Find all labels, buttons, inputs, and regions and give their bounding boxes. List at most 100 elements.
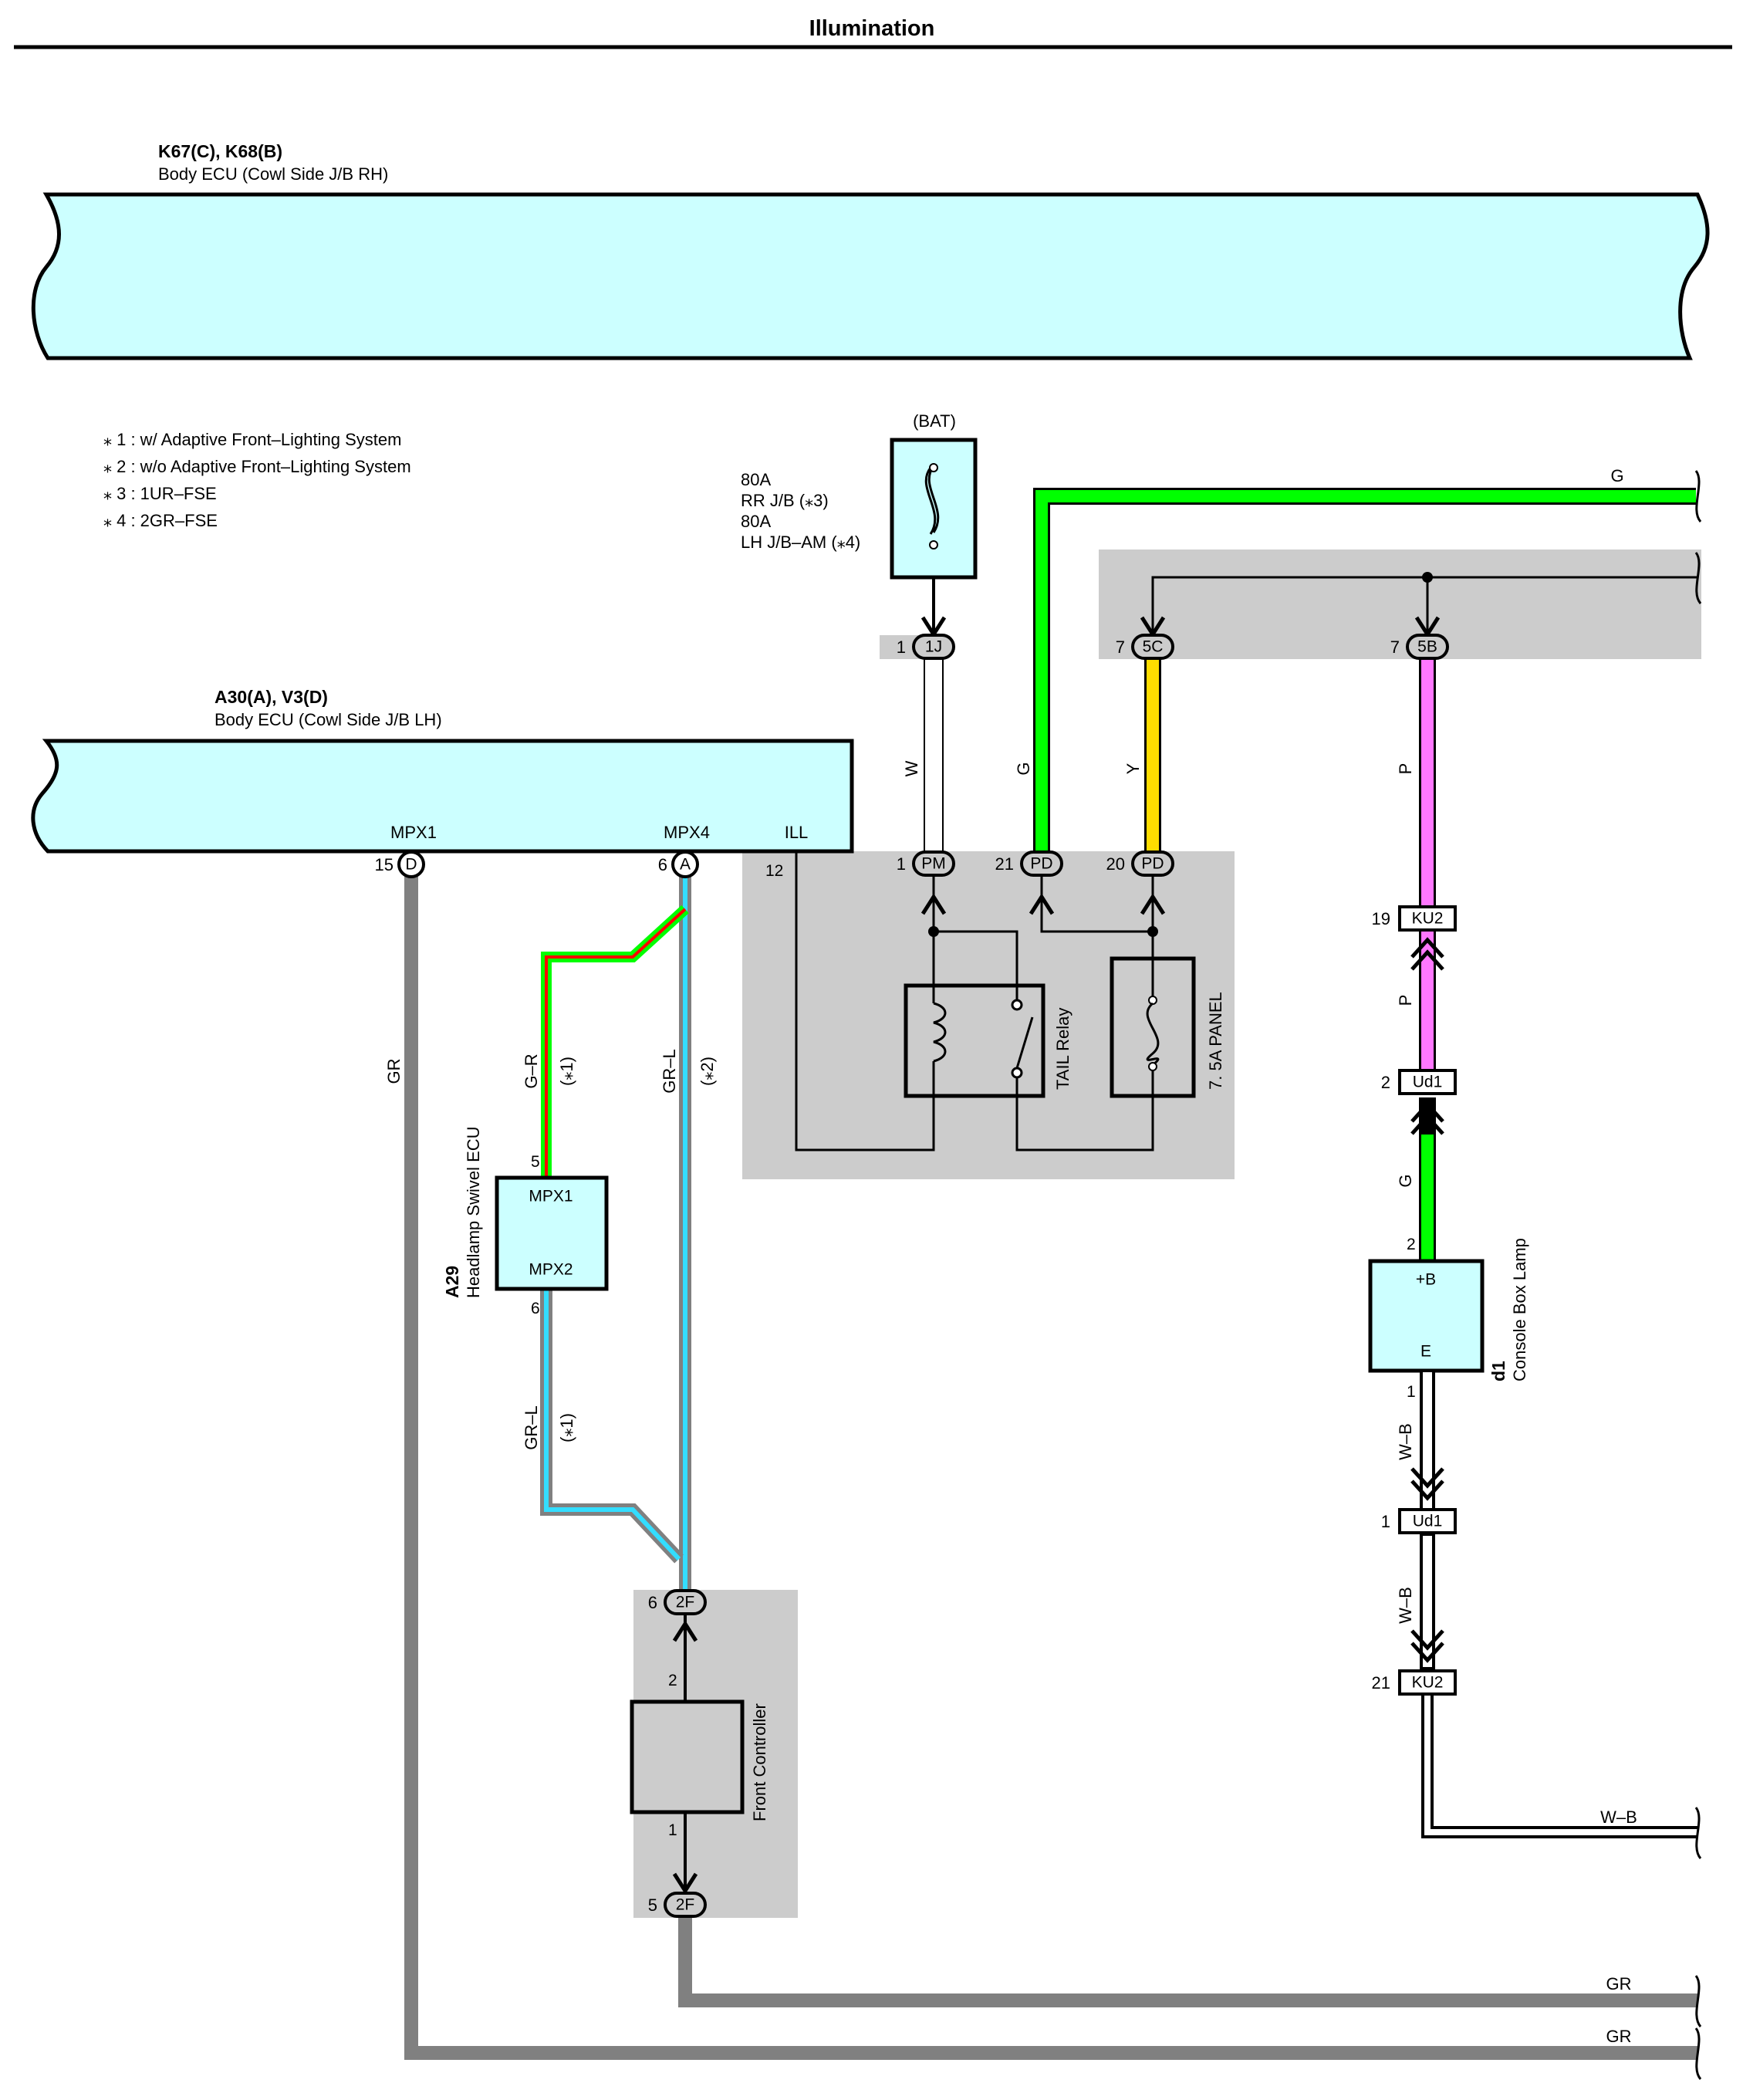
front-controller-pin-1: 1 — [668, 1821, 677, 1839]
connector-ud1-1-id: Ud1 — [1413, 1513, 1443, 1530]
headlamp-pin-5: 5 — [531, 1153, 540, 1171]
wire-label-wb-1: W–B — [1396, 1423, 1415, 1460]
rh-ecu-box — [31, 192, 1710, 360]
connector-ku2-21-pin: 21 — [1372, 1673, 1390, 1693]
console-lamp-pin-bottom: E — [1420, 1343, 1431, 1361]
connector-pd-21-pin: 21 — [995, 854, 1014, 874]
headlamp-ecu-code: A29 — [442, 1266, 462, 1298]
wire-label-gr-left: GR — [384, 1059, 404, 1084]
connector-ud1-1 — [1398, 1508, 1457, 1534]
chevron-up-icon — [1410, 937, 1444, 971]
lh-ecu-code: A30(A), V3(D) — [214, 687, 328, 707]
wire-w-bat — [924, 657, 944, 853]
connector-1j — [912, 634, 955, 660]
connector-d-pin: 15 — [375, 855, 394, 874]
wire-label-wb-2: W–B — [1396, 1587, 1415, 1624]
wire-label-gr-out1: GR — [1606, 1974, 1632, 1993]
front-controller-name: Front Controller — [750, 1703, 769, 1821]
connector-pm-pin: 1 — [897, 854, 906, 874]
lh-ecu-pin-mpx4: MPX4 — [664, 823, 710, 842]
page-title: Illumination — [809, 16, 935, 41]
rh-ecu-name: Body ECU (Cowl Side J/B RH) — [158, 164, 388, 184]
wire-break-marks — [1694, 470, 1702, 2080]
junction-relay-region — [742, 851, 1235, 1179]
connector-pd-21-id: PD — [1030, 855, 1052, 873]
connector-2f-5-pin: 5 — [648, 1895, 657, 1915]
chevron-down-icon — [1410, 1629, 1444, 1663]
connector-pd-20-pin: 20 — [1106, 854, 1125, 874]
headlamp-swivel-ecu — [495, 1175, 609, 1291]
headlamp-pin-6: 6 — [531, 1300, 540, 1317]
connector-5c-id: 5C — [1143, 638, 1164, 656]
connector-pd-21 — [1020, 850, 1063, 877]
console-lamp-pin-top: +B — [1416, 1271, 1436, 1289]
bat-label: (BAT) — [913, 411, 956, 431]
wire-label-gr-l-note: (⁎2) — [698, 1057, 717, 1086]
arrow-up-icon — [920, 893, 947, 915]
rh-ecu-code: K67(C), K68(B) — [158, 141, 282, 161]
wire-label-g-r: G–R — [522, 1053, 541, 1088]
wire-gr-main — [404, 876, 1697, 2060]
wire-label-p-mid: P — [1396, 995, 1415, 1006]
ill-pin-12: 12 — [765, 862, 783, 880]
wire-label-gr-l-low-note: (⁎1) — [557, 1413, 576, 1442]
connector-d — [397, 850, 425, 878]
front-controller — [630, 1699, 745, 1814]
connector-1j-pin: 1 — [897, 637, 906, 657]
lh-ecu-pin-ill: ILL — [785, 823, 809, 842]
headlamp-pin-top: MPX1 — [529, 1188, 573, 1206]
fusible-link-icon — [924, 465, 940, 535]
note-4: ⁎ 4 : 2GR–FSE — [103, 511, 218, 530]
wire-label-g-lamp: G — [1396, 1174, 1415, 1187]
connector-2f-6 — [664, 1589, 707, 1615]
connector-a — [671, 850, 699, 878]
wire-g-top — [1035, 490, 1696, 851]
bat-fuse-line-3: 80A — [741, 512, 771, 531]
connector-a-id: A — [680, 856, 691, 874]
tail-relay-name: TAIL Relay — [1053, 1008, 1072, 1090]
console-lamp-name: Console Box Lamp — [1510, 1238, 1529, 1381]
connector-ud1-2-id: Ud1 — [1413, 1074, 1443, 1091]
panel-fuse-name: 7. 5A PANEL — [1206, 992, 1225, 1090]
connector-2f-5-id: 2F — [676, 1896, 695, 1914]
headlamp-pin-bottom: MPX2 — [529, 1261, 573, 1279]
wire-gr-l-low — [544, 1289, 681, 1561]
wire-wb-1 — [1420, 1369, 1435, 1511]
connector-ud1-1-pin: 1 — [1381, 1512, 1390, 1531]
connector-ku2-21-id: KU2 — [1412, 1674, 1444, 1692]
connector-ku2-19-id: KU2 — [1412, 910, 1444, 928]
fuse-icon — [1146, 1002, 1160, 1067]
console-lamp-code: d1 — [1488, 1361, 1508, 1381]
connector-5b-pin: 7 — [1390, 637, 1400, 657]
connector-5b-id: 5B — [1417, 638, 1437, 656]
connector-5c — [1131, 634, 1174, 660]
arrow-up-icon — [1140, 893, 1166, 915]
wire-label-g-out: G — [1610, 466, 1623, 485]
wire-label-p-top: P — [1396, 763, 1415, 775]
bat-fuse-line-2: RR J/B (⁎3) — [741, 491, 829, 510]
lh-ecu-box — [31, 739, 854, 854]
relay-coil-icon — [933, 1002, 947, 1063]
connector-5c-pin: 7 — [1116, 637, 1125, 657]
wire-label-gr-l: GR–L — [660, 1049, 679, 1093]
connector-pd-20 — [1131, 850, 1174, 877]
junction-5c-5b-region — [1099, 550, 1701, 659]
lh-ecu-pin-mpx1: MPX1 — [390, 823, 437, 842]
relay-switch-icon — [1015, 1016, 1034, 1069]
bat-fuse-line-1: 80A — [741, 470, 771, 489]
bus-line — [1151, 576, 1697, 635]
connector-ud1-2 — [1398, 1069, 1457, 1095]
connector-ku2-19-pin: 19 — [1372, 909, 1390, 928]
arrow-up-icon — [1029, 893, 1055, 915]
connector-a-pin: 6 — [658, 855, 667, 874]
wire-wb-out — [1424, 1695, 1697, 1835]
headlamp-ecu-name: Headlamp Swivel ECU — [464, 1126, 483, 1298]
connector-d-id: D — [405, 856, 417, 874]
wire-label-g-r-note: (⁎1) — [557, 1057, 576, 1086]
connector-5b — [1406, 634, 1449, 660]
wire-label-gr-l-low: GR–L — [522, 1405, 541, 1449]
note-2: ⁎ 2 : w/o Adaptive Front–Lighting System — [103, 457, 411, 476]
connector-2f-6-pin: 6 — [648, 1593, 657, 1612]
wire-g-r — [545, 908, 687, 1178]
